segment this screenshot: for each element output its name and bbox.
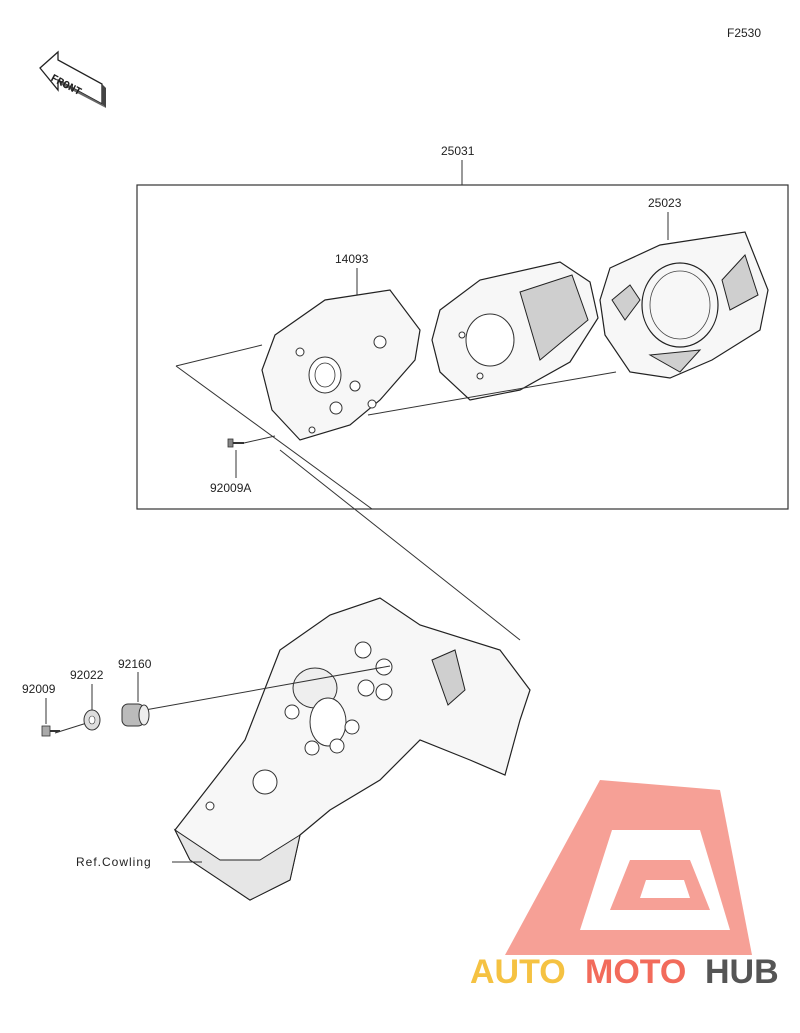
svg-text:MOTO: MOTO: [585, 953, 686, 991]
meter-cover: [599, 231, 769, 379]
label-92009a: 92009A: [210, 481, 251, 495]
front-arrow-icon: FRONT: [39, 50, 106, 108]
svg-text:HUB: HUB: [705, 953, 779, 991]
assembly-box: [136, 184, 789, 510]
label-92022: 92022: [70, 668, 104, 682]
label-25031: 25031: [441, 144, 475, 158]
screw-92009a: [227, 438, 244, 448]
label-14093: 14093: [335, 252, 369, 266]
cowling: [173, 597, 531, 901]
watermark-text: AUTO MOTO HUB: [470, 953, 779, 991]
label-92009: 92009: [22, 682, 56, 696]
label-25023: 25023: [648, 196, 682, 210]
svg-text:AUTO: AUTO: [470, 953, 566, 991]
label-ref-cowling: Ref.Cowling: [76, 855, 152, 869]
screw-92009: [41, 725, 60, 737]
grommet-92160: [121, 703, 150, 727]
washer-92022: [83, 709, 101, 731]
meter-body: [431, 261, 599, 401]
figure-id: F2530: [727, 26, 761, 40]
label-92160: 92160: [118, 657, 152, 671]
watermark-logo-icon: [505, 780, 752, 955]
meter-case: [261, 289, 421, 441]
